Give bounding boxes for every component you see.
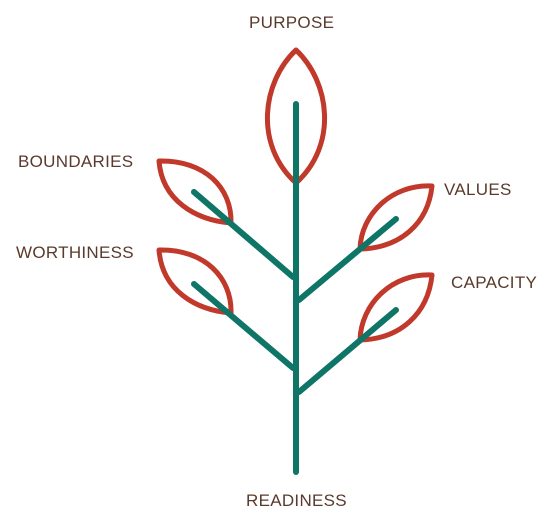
label-purpose: PURPOSE [249,13,335,32]
stem-branch-capacity-icon [296,307,399,395]
label-capacity: CAPACITY [451,273,538,292]
stem-branch-values-icon [296,216,399,303]
label-worthiness: WORTHINESS [16,243,134,262]
label-boundaries: BOUNDARIES [18,152,134,171]
label-readiness: READINESS [246,491,347,510]
stem-branch-boundaries-icon [191,189,296,280]
label-values: VALUES [444,180,512,199]
stem-branch-worthiness-icon [191,281,296,371]
